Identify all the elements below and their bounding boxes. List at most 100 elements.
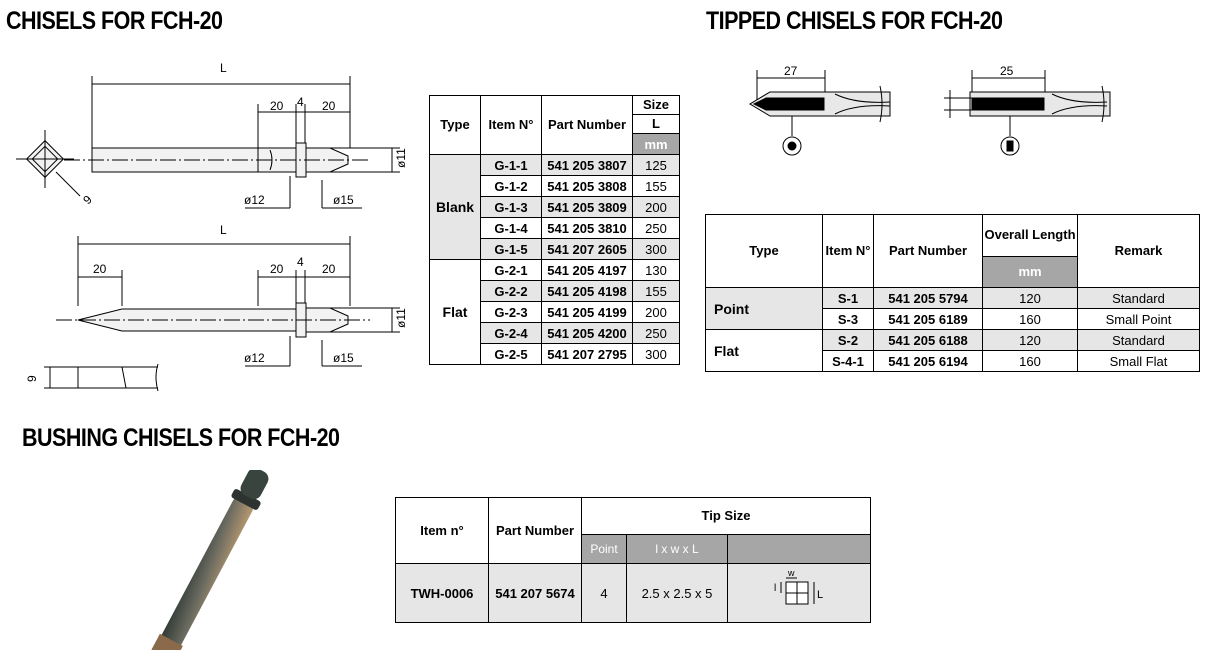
col-point: Point	[581, 534, 627, 564]
length-value: 120	[982, 329, 1078, 351]
col-length-unit: mm	[982, 255, 1078, 289]
tip-size-diagram: w l L	[774, 568, 823, 604]
dim-20c: 20	[93, 262, 107, 276]
col-diagram-header	[727, 534, 871, 564]
size-value: 125	[632, 154, 680, 176]
tipped-chisels-title: TIPPED CHISELS FOR FCH-20	[706, 7, 1003, 35]
part-number: 541 207 2795	[541, 343, 633, 365]
dim-9-flat: 9	[25, 375, 39, 382]
col-tip-size: Tip Size	[581, 497, 871, 535]
size-value: 130	[632, 259, 680, 281]
table-row: G-1-2	[480, 175, 542, 197]
tip-w-label: w	[787, 570, 795, 578]
table-row: S-4-1	[822, 350, 874, 372]
dim-27: 27	[784, 64, 798, 78]
col-size-L: L	[632, 114, 680, 134]
part-number: 541 205 4197	[541, 259, 633, 281]
type-flat: Flat	[705, 329, 823, 372]
part-number: 541 205 3809	[541, 196, 633, 218]
size-value: 2.5 x 2.5 x 5	[626, 563, 728, 623]
part-number: 541 205 6189	[873, 308, 983, 330]
length-value: 160	[982, 308, 1078, 330]
col-part: Part Number	[541, 95, 633, 155]
table-row: G-1-3	[480, 196, 542, 218]
remark-value: Small Flat	[1077, 350, 1200, 372]
table-row: G-2-3	[480, 301, 542, 323]
part-number: 541 205 4198	[541, 280, 633, 302]
col-size: Size	[632, 95, 680, 115]
part-number: 541 205 6194	[873, 350, 983, 372]
size-value: 200	[632, 301, 680, 323]
part-number: 541 207 2605	[541, 238, 633, 260]
dim-phi12-bottom: ø12	[244, 351, 265, 365]
col-item: Item N°	[480, 95, 542, 155]
part-number: 541 205 4199	[541, 301, 633, 323]
col-size-unit: mm	[632, 133, 680, 155]
table-row: S-2	[822, 329, 874, 351]
size-value: 300	[632, 238, 680, 260]
part-number: 541 205 4200	[541, 322, 633, 344]
table-row: G-1-1	[480, 154, 542, 176]
size-value: 200	[632, 196, 680, 218]
remark-value: Small Point	[1077, 308, 1200, 330]
type-flat: Flat	[429, 259, 481, 365]
part-number: 541 205 5794	[873, 287, 983, 309]
dim-25: 25	[1000, 64, 1014, 78]
col-remark: Remark	[1077, 214, 1200, 288]
size-value: 155	[632, 280, 680, 302]
size-value: 250	[632, 322, 680, 344]
col-part: Part Number	[873, 214, 983, 288]
tip-l-label: l	[774, 583, 776, 594]
dim-L-bottom: L	[220, 223, 227, 237]
col-item: Item N°	[822, 214, 874, 288]
table-row: S-1	[822, 287, 874, 309]
dim-9-square: 9	[80, 192, 95, 207]
length-value: 120	[982, 287, 1078, 309]
bushing-chisels-table: Item n° Part Number Tip Size Point l x w…	[395, 497, 871, 623]
col-lwl: l x w x L	[626, 534, 728, 564]
table-row: G-1-5	[480, 238, 542, 260]
type-point: Point	[705, 287, 823, 330]
chisels-title: CHISELS FOR FCH-20	[6, 7, 223, 35]
tip-L-label: L	[817, 589, 823, 601]
table-row: S-3	[822, 308, 874, 330]
remark-value: Standard	[1077, 287, 1200, 309]
length-value: 160	[982, 350, 1078, 372]
part-number: 541 205 3810	[541, 217, 633, 239]
size-value: 300	[632, 343, 680, 365]
tip-diagram-cell: w l L	[727, 563, 871, 623]
dim-phi15-bottom: ø15	[333, 351, 354, 365]
dim-20b: 20	[322, 99, 336, 113]
dim-20d: 20	[270, 262, 284, 276]
table-row: G-2-1	[480, 259, 542, 281]
dim-20e: 20	[322, 262, 336, 276]
tipped-chisel-drawing: 27 25	[749, 64, 1111, 156]
col-length: Overall Length	[982, 214, 1078, 257]
col-type: Type	[429, 95, 481, 155]
type-blank: Blank	[429, 154, 481, 260]
dim-phi11-top: ø11	[394, 148, 408, 168]
bushing-chisel-image	[151, 470, 269, 650]
bushing-chisels-title: BUSHING CHISELS FOR FCH-20	[22, 424, 340, 452]
dim-phi12-top: ø12	[244, 193, 265, 207]
chisel-drawing: L 20 4 20 ø11 ø12 ø15 9 L 20 20 4 20 ø11…	[16, 61, 408, 392]
table-row: G-2-4	[480, 322, 542, 344]
dim-4b: 4	[297, 255, 304, 269]
col-item: Item n°	[395, 497, 489, 564]
dim-4a: 4	[297, 95, 304, 109]
table-row: G-2-2	[480, 280, 542, 302]
dim-L-top: L	[220, 61, 227, 75]
part-number: 541 207 5674	[488, 563, 582, 623]
chisels-table: Type Item N° Part Number Size L mm Blank…	[429, 95, 680, 365]
dim-phi15-top: ø15	[333, 193, 354, 207]
size-value: 155	[632, 175, 680, 197]
table-row: TWH-0006	[395, 563, 489, 623]
dim-phi11-bottom: ø11	[394, 308, 408, 328]
part-number: 541 205 3807	[541, 154, 633, 176]
col-type: Type	[705, 214, 823, 288]
table-row: G-2-5	[480, 343, 542, 365]
dim-20a: 20	[270, 99, 284, 113]
table-row: G-1-4	[480, 217, 542, 239]
part-number: 541 205 6188	[873, 329, 983, 351]
part-number: 541 205 3808	[541, 175, 633, 197]
